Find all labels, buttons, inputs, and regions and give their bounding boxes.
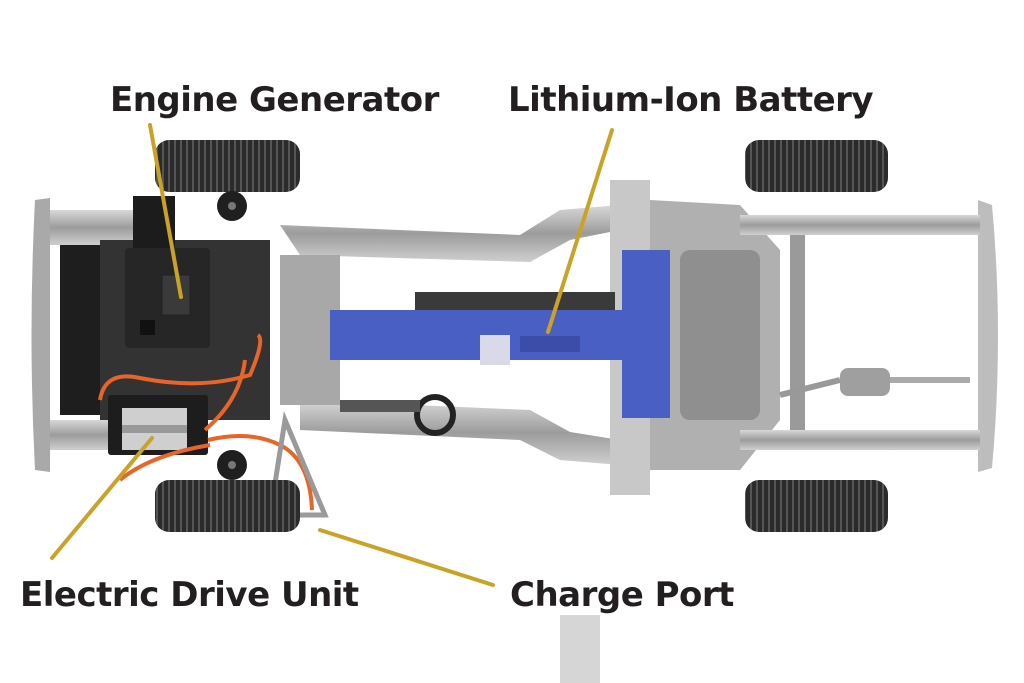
steering-wheel: [414, 394, 456, 436]
leader-drive-unit: [50, 436, 154, 560]
leader-battery: [546, 128, 614, 334]
display-stand: [560, 615, 600, 683]
rear-bumper: [978, 200, 998, 472]
frame: [50, 180, 980, 495]
rear-left-tire: [745, 140, 888, 192]
rear-right-tire: [745, 480, 888, 532]
label-charge-port: Charge Port: [510, 575, 734, 615]
engine-bay: [60, 196, 270, 455]
label-electric-drive-unit: Electric Drive Unit: [20, 575, 359, 615]
leader-lines: [50, 123, 614, 587]
front-right-tire: [155, 480, 300, 532]
steering-column: [340, 400, 420, 412]
tailpipe: [890, 377, 970, 383]
muffler: [840, 368, 890, 396]
label-lithium-ion-battery: Lithium-Ion Battery: [508, 80, 874, 120]
leader-charge-port: [318, 528, 495, 587]
label-engine-generator: Engine Generator: [110, 80, 439, 120]
battery-pack: [330, 250, 670, 418]
front-left-tire: [155, 140, 300, 192]
leader-engine-generator: [148, 123, 183, 299]
wheels: [155, 140, 888, 532]
front-bumper: [31, 198, 50, 472]
